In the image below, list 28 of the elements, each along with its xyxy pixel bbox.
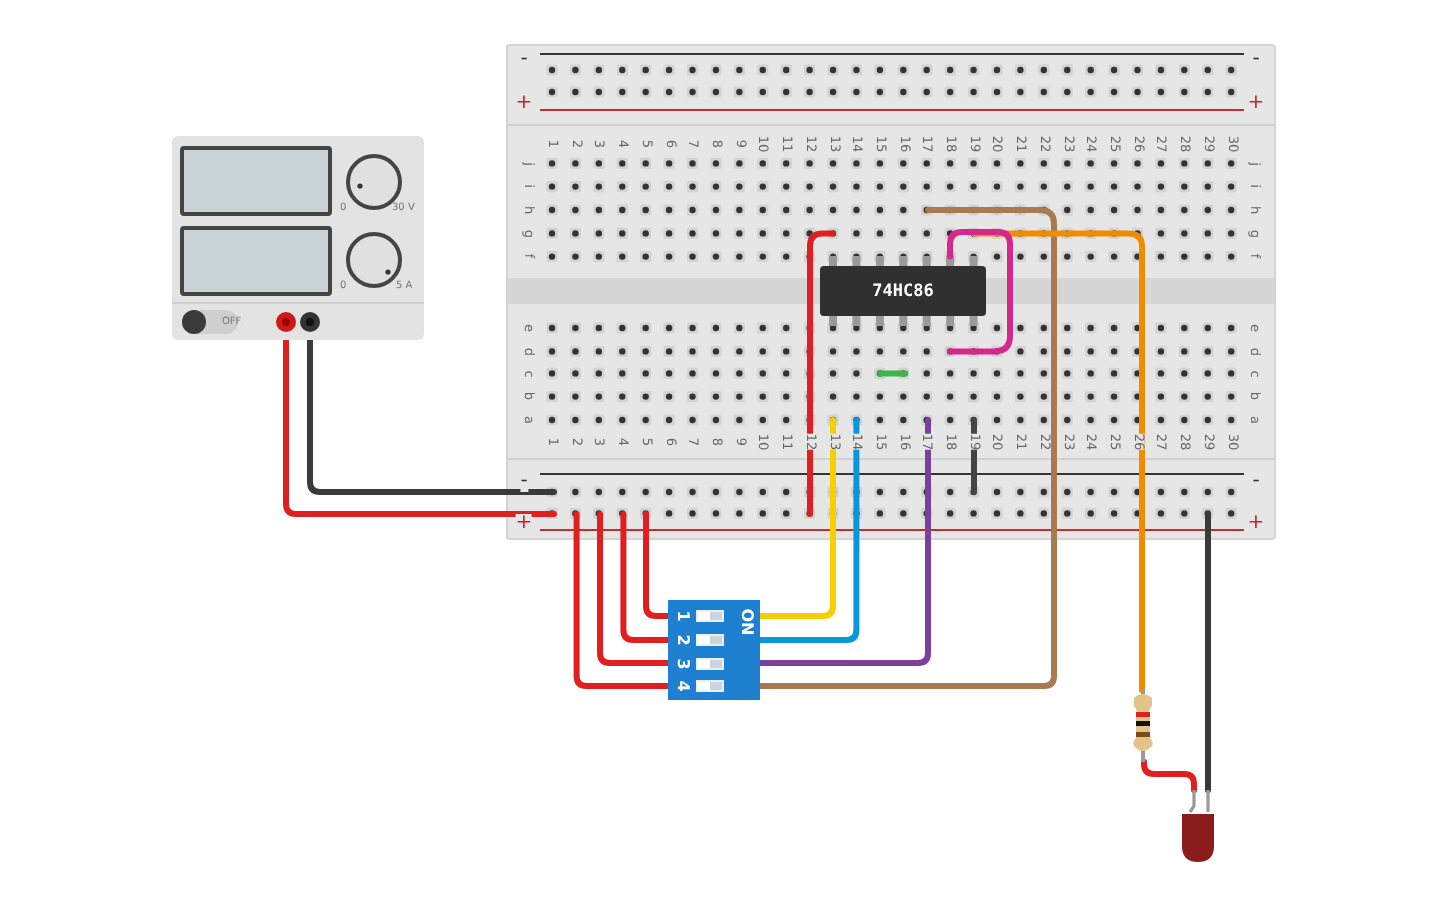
- wire: [1205, 537, 1211, 793]
- wire: [757, 537, 836, 619]
- wire: [597, 537, 671, 666]
- wire: [757, 537, 931, 666]
- wire: [757, 537, 1057, 689]
- wire: [573, 537, 671, 689]
- switch-number: 2: [674, 634, 690, 646]
- on-label: ON: [738, 608, 754, 636]
- led: [1180, 790, 1216, 862]
- rail-polarity-label: +: [1247, 514, 1265, 534]
- wire: [307, 337, 509, 495]
- rail-polarity-label: +: [1247, 94, 1265, 114]
- rail-polarity-label: +: [515, 94, 533, 114]
- wire: [283, 337, 509, 517]
- breadboard: [506, 44, 1276, 540]
- dip-switch: [668, 600, 760, 700]
- wire: [1139, 537, 1145, 693]
- switch-number: 1: [674, 610, 690, 622]
- switch-number: 4: [674, 680, 690, 692]
- switch-number: 3: [674, 657, 690, 669]
- ic-chip: [820, 266, 986, 316]
- wire: [757, 537, 860, 643]
- chip-label: 74HC86: [872, 281, 934, 301]
- resistor: [1130, 690, 1156, 762]
- wire: [1141, 759, 1197, 793]
- rail-polarity-label: +: [515, 514, 533, 534]
- wire: [643, 537, 671, 619]
- wire: [620, 537, 671, 643]
